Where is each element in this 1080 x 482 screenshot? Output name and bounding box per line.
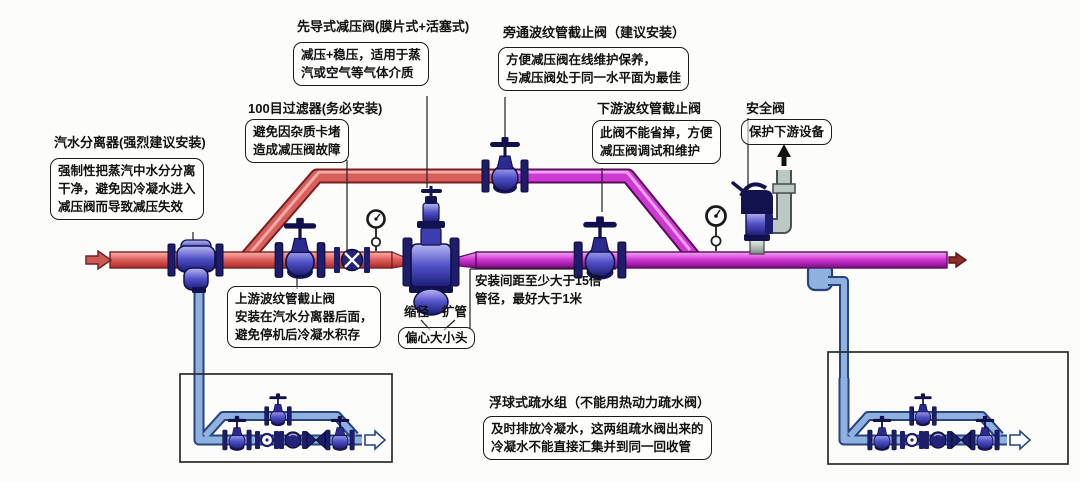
- prv-note: 减压+稳压，适用于蒸 汽或空气等气体介质: [293, 42, 429, 87]
- pressure-gauge-downstream: [705, 205, 727, 251]
- safety-valve: [731, 181, 773, 255]
- downstream-stop-valve: [573, 215, 627, 281]
- main-steam-pipe: [109, 251, 948, 269]
- downstream-valve-title: 下游波纹管截止阀: [597, 101, 702, 116]
- pressure-gauge-upstream: [366, 209, 386, 251]
- pressure-reducing-valve: [402, 186, 460, 316]
- bypass-stop-valve: [481, 136, 529, 195]
- downstream-valve-note: 此阀不能省掉，方便 减压阀调试和维护: [592, 120, 721, 165]
- reducer-right-label: 扩管: [442, 305, 468, 319]
- spacing-note: 安装间距至少大于15倍 管径，最好大于1米: [475, 274, 602, 307]
- bypass-valve-title: 旁通波纹管截止阀（建议安装）: [503, 25, 686, 40]
- prv-title: 先导式减压阀(膜片式+活塞式): [297, 19, 470, 34]
- strainer-title: 100目过滤器(务必安装): [248, 101, 383, 116]
- bypass-valve-note: 方便减压阀在线维护保养， 与减压阀处于同一水平面为最佳: [498, 47, 690, 92]
- strainer-100-mesh: [334, 247, 370, 273]
- trap-box-right: [827, 351, 1069, 465]
- vent-arrow-icon: [777, 144, 791, 166]
- trap-group-title: 浮球式疏水组（不能用热动力疏水阀）: [489, 395, 711, 410]
- eccentric-reducer-label: 偏心大小头: [398, 327, 475, 350]
- trap-group-note: 及时排放冷凝水，这两组疏水阀出来的 冷凝水不能直接汇集并到同一回收管: [483, 416, 712, 461]
- upstream-valve-note: 上游波纹管截止阀 安装在汽水分离器后面， 避免停机后冷凝水积存: [227, 286, 381, 349]
- bypass-pipe: [240, 168, 700, 263]
- trap-box-left: [179, 373, 393, 463]
- safety-valve-note: 保护下游设备: [741, 119, 833, 146]
- separator-note: 强制性把蒸汽中水分分离 干净，避免因冷凝水进入 减压阀而导致减压失效: [50, 158, 204, 221]
- trap-assembly-left: [199, 378, 385, 451]
- flow-out-arrow-icon: [948, 251, 968, 269]
- safety-valve-title: 安全阀: [746, 101, 786, 116]
- steam-separator: [167, 239, 224, 293]
- drip-pocket: [806, 262, 849, 382]
- separator-title: 汽水分离器(强烈建议安装): [54, 135, 206, 150]
- strainer-note: 避免因杂质卡堵 造成减压阀故障: [245, 119, 349, 164]
- reducer-left-label: 缩径: [404, 305, 430, 319]
- trap-assembly-right: [844, 378, 1030, 451]
- flow-in-arrow-icon: [85, 249, 113, 271]
